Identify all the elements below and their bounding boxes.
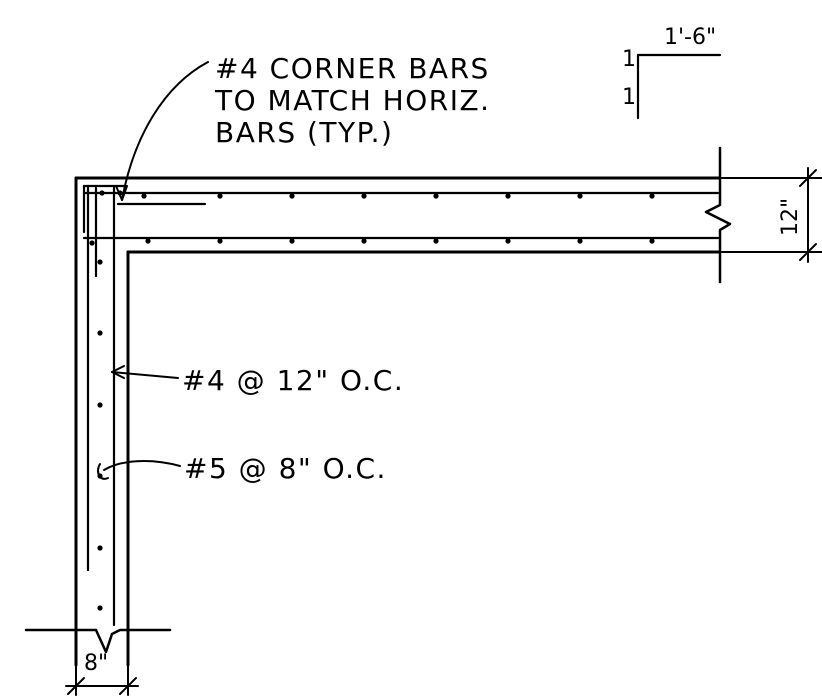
- bar-dot: [97, 605, 103, 611]
- bar-dot: [361, 238, 367, 244]
- bar-dot: [505, 238, 511, 244]
- lap-tick-bottom: 1: [622, 85, 636, 110]
- bar-dot: [433, 193, 439, 199]
- dimension-8in: [65, 629, 139, 696]
- lap-length-label: 1'-6": [664, 25, 716, 50]
- bar-dot: [217, 238, 223, 244]
- bar-dot: [97, 330, 103, 336]
- horizontal-bars: [82, 191, 720, 240]
- bar-dot: [361, 193, 367, 199]
- bar-dot: [649, 238, 655, 244]
- leader-corner-bars: [115, 61, 209, 201]
- leader-vert-bars: [97, 460, 181, 480]
- break-line-right: [704, 146, 732, 284]
- bar-dot: [577, 193, 583, 199]
- bar-dot: [289, 193, 295, 199]
- dimension-8in-label: 8": [84, 651, 108, 676]
- corner-bar-dot: [89, 240, 95, 246]
- bar-dot: [577, 238, 583, 244]
- leader-horiz-bars: [111, 365, 179, 379]
- lap-length-bracket: [636, 53, 722, 120]
- corner-bars-note-line3: BARS (TYP.): [215, 116, 393, 149]
- dimension-12in: [721, 167, 822, 263]
- vert-bars-label: #5 @ 8" O.C.: [184, 452, 387, 485]
- wall-outline: [74, 176, 722, 667]
- bar-dot: [289, 238, 295, 244]
- bar-dot: [97, 259, 103, 265]
- bar-dot: [97, 545, 103, 551]
- break-line-bottom: [24, 628, 172, 654]
- corner-bars-note-line2: TO MATCH HORIZ.: [214, 84, 491, 117]
- bar-dot: [97, 402, 103, 408]
- bar-dots: [89, 190, 655, 611]
- dimension-12in-label: 12": [778, 198, 803, 236]
- bar-dot: [141, 193, 147, 199]
- bar-dot: [505, 193, 511, 199]
- corner-bar-dot: [99, 190, 105, 196]
- vertical-bars: [86, 186, 116, 627]
- lap-tick-top: 1: [622, 47, 636, 72]
- corner-bar-hooks: [82, 184, 128, 234]
- bar-dot: [649, 193, 655, 199]
- bar-dot: [145, 238, 151, 244]
- bar-dot: [433, 238, 439, 244]
- horiz-bars-label: #4 @ 12" O.C.: [182, 364, 404, 397]
- bar-dot: [217, 193, 223, 199]
- corner-bars-note-line1: #4 CORNER BARS: [215, 52, 490, 85]
